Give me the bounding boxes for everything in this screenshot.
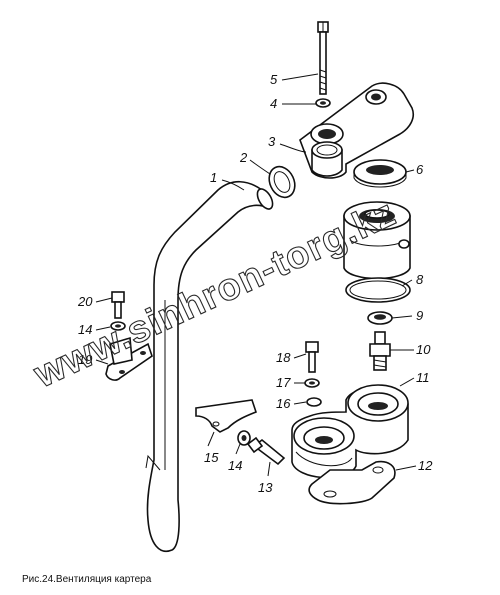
callout-15: 15 bbox=[204, 450, 219, 465]
fitting-part-10 bbox=[369, 331, 391, 371]
callout-16: 16 bbox=[276, 396, 291, 411]
pipe-part-1 bbox=[145, 180, 274, 552]
base-gasket-part-12 bbox=[308, 460, 396, 505]
callout-5: 5 bbox=[270, 72, 278, 87]
washer-part-17 bbox=[304, 378, 320, 388]
leader-lines bbox=[95, 73, 417, 477]
callout-10: 10 bbox=[416, 342, 431, 357]
bracket-part-19 bbox=[105, 336, 153, 381]
washer-part-4 bbox=[315, 98, 331, 108]
callout-14-upper: 14 bbox=[78, 322, 92, 337]
washer-part-14-upper bbox=[110, 321, 126, 331]
callout-18: 18 bbox=[276, 350, 291, 365]
callout-11: 11 bbox=[416, 370, 430, 385]
top-cover-part-3 bbox=[299, 82, 415, 179]
figure-caption: Рис.24.Вентиляция картера bbox=[22, 574, 152, 585]
callout-20: 20 bbox=[77, 294, 93, 309]
callout-labels: 1 2 3 4 5 6 8 9 10 11 12 13 14 14 15 16 … bbox=[77, 72, 433, 495]
bolt-part-5 bbox=[317, 21, 329, 95]
callout-4: 4 bbox=[270, 96, 277, 111]
callout-19: 19 bbox=[78, 352, 92, 367]
callout-2: 2 bbox=[239, 150, 248, 165]
bolt-part-18 bbox=[305, 341, 319, 373]
bolt-part-20 bbox=[111, 291, 125, 319]
housing-part-11 bbox=[291, 384, 409, 479]
callout-13: 13 bbox=[258, 480, 273, 495]
washer-part-14-lower bbox=[237, 430, 251, 446]
washer-part-9 bbox=[367, 311, 393, 325]
callout-12: 12 bbox=[418, 458, 433, 473]
o-ring-part-2 bbox=[268, 165, 296, 199]
bolt-part-13 bbox=[246, 436, 286, 466]
callout-1: 1 bbox=[210, 170, 217, 185]
callout-9: 9 bbox=[416, 308, 423, 323]
callout-17: 17 bbox=[276, 375, 291, 390]
callout-14-lower: 14 bbox=[228, 458, 242, 473]
seal-ring-part-6 bbox=[353, 159, 407, 188]
filter-element bbox=[343, 201, 411, 280]
callout-6: 6 bbox=[416, 162, 424, 177]
callout-3: 3 bbox=[268, 134, 276, 149]
clamp-part-15 bbox=[195, 399, 257, 433]
gasket-part-8 bbox=[345, 277, 411, 303]
washer-part-16 bbox=[306, 397, 322, 407]
callout-8: 8 bbox=[416, 272, 424, 287]
